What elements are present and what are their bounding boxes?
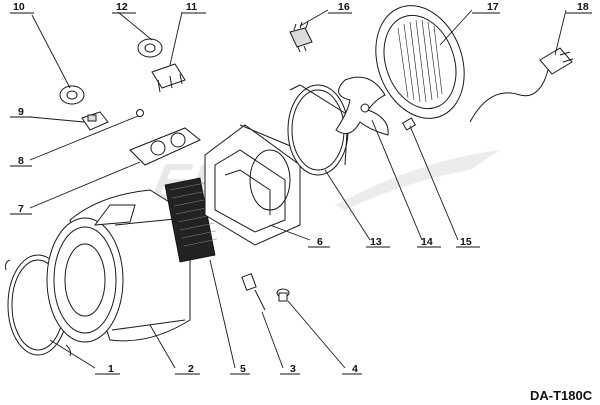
part-clip [401,117,417,131]
part-knob-left [59,85,85,105]
callout-18: 18 [566,1,592,14]
callout-9: 9 [10,106,32,118]
callout-16: 16 [328,1,352,14]
callout-label: 5 [240,363,246,375]
callout-15: 15 [456,236,480,248]
callout-14: 14 [417,236,441,248]
callout-label: 12 [116,1,128,13]
callout-label: 13 [370,236,382,248]
callout-10: 10 [10,1,34,14]
callout-label: 4 [352,363,358,375]
part-housing [46,189,191,343]
callout-label: 14 [421,236,433,248]
callout-3: 3 [280,363,300,375]
part-element-frame [204,124,301,246]
callout-13: 13 [366,236,390,248]
callout-4: 4 [342,363,362,375]
leader-lines [29,9,567,369]
callout-label: 16 [338,1,350,13]
callout-label: 15 [460,236,472,248]
callout-8: 8 [10,155,32,167]
part-switch-plate [129,127,201,166]
part-rotary-switch [151,63,186,93]
part-thermostat [81,111,109,131]
callout-label: 7 [18,203,24,215]
callout-5: 5 [230,363,250,375]
part-fan-blade [335,76,389,136]
callout-2: 2 [175,363,200,375]
callout-12: 12 [112,1,136,14]
part-heating-element [164,177,218,263]
callout-label: 8 [18,155,24,167]
model-code: DA-T180C [530,388,593,403]
callout-label: 18 [577,1,589,13]
callout-label: 1 [108,363,114,375]
callout-11: 11 [182,1,206,14]
callout-7: 7 [10,203,32,215]
callout-17: 17 [472,1,500,14]
callout-label: 17 [487,1,499,13]
callout-label: 11 [186,1,197,13]
callout-label: 9 [18,106,24,118]
callout-label: 10 [13,1,25,13]
part-indicator-bead [136,109,144,117]
callout-label: 3 [290,363,296,375]
callout-label: 6 [317,236,323,248]
watermark-swoosh [335,150,500,210]
callout-label: 2 [188,363,194,375]
part-rear-grille [375,5,465,119]
part-power-cord [469,47,574,123]
part-pin [241,273,266,311]
callout-6: 6 [308,236,330,248]
part-motor-connector [289,21,313,53]
part-knob-right [137,38,163,58]
part-screw [276,288,290,302]
callout-1: 1 [95,363,120,375]
